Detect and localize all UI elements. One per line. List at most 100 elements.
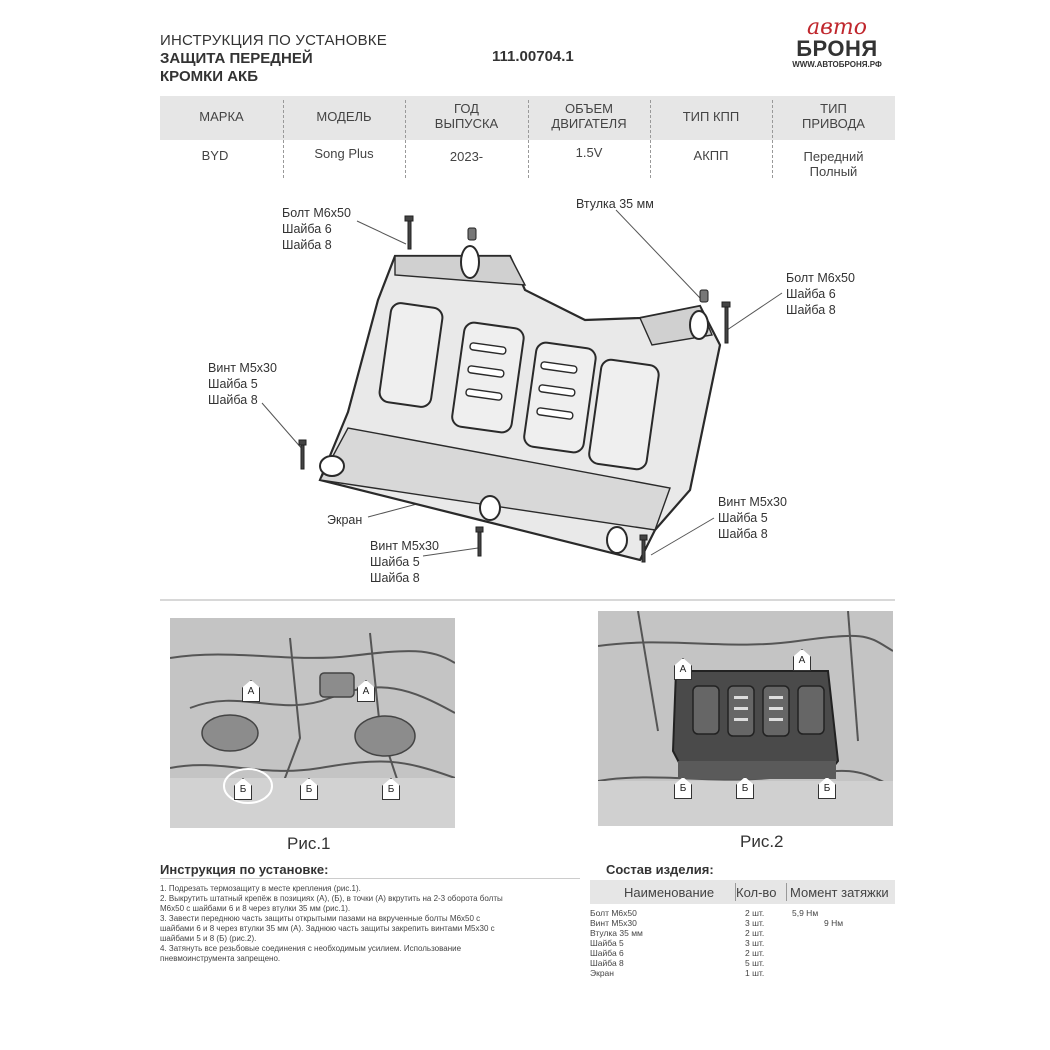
marker-b: Б: [736, 777, 754, 799]
callout-line: Болт М6х50: [786, 271, 855, 285]
row-name: Винт М5х30: [590, 918, 637, 928]
section-divider: [160, 599, 895, 601]
row-qty: 2 шт.: [745, 928, 765, 938]
figure-1-caption: Рис.1: [287, 834, 331, 853]
instruction-line: шайбами 5 и 8 (Б) (рис.2).: [160, 934, 257, 943]
logo-site: WWW.АВТОБРОНЯ.РФ: [792, 60, 882, 69]
instruction-line: 1. Подрезать термозащиту в месте креплен…: [160, 884, 361, 893]
spec-table: МАРКА МОДЕЛЬ ГОД ВЫПУСКА ОБЪЕМ ДВИГАТЕЛЯ…: [160, 96, 895, 186]
figure-2-drawing: [598, 611, 893, 826]
callout-screen: Экран: [327, 513, 363, 527]
value-make: BYD: [201, 148, 229, 163]
value-drive-l2: Полный: [809, 164, 858, 179]
column-divider: [528, 100, 529, 178]
col-torque-header: Момент затяжки: [790, 885, 889, 900]
exploded-diagram: [261, 209, 783, 563]
article-number: 111.00704.1: [492, 48, 574, 65]
column-divider: [650, 100, 651, 178]
column-divider: [735, 883, 736, 901]
col-name-header: Наименование: [624, 885, 715, 900]
callout-line: Винт М5х30: [370, 539, 439, 553]
callout-screw-right: Винт М5х30 Шайба 5 Шайба 8: [718, 494, 787, 542]
row-name: Шайба 8: [590, 958, 624, 968]
header-make: МАРКА: [199, 109, 244, 124]
value-drive: Передний Полный: [772, 149, 895, 179]
instructions-rule: [160, 878, 580, 879]
header-engine-l2: ДВИГАТЕЛЯ: [551, 116, 627, 131]
column-divider: [786, 883, 787, 901]
callout-line: Шайба 5: [370, 555, 420, 569]
value-gearbox: АКПП: [693, 148, 729, 163]
callout-line: Шайба 6: [786, 287, 836, 301]
callout-bushing: Втулка 35 мм: [576, 197, 654, 211]
row-torque: 5,9 Нм: [792, 908, 819, 918]
callout-line: Шайба 5: [208, 377, 258, 391]
callout-line: Болт М6х50: [282, 206, 351, 220]
marker-b: Б: [818, 777, 836, 799]
row-name: Шайба 6: [590, 948, 624, 958]
row-qty: 3 шт.: [745, 938, 765, 948]
row-name: Втулка 35 мм: [590, 928, 643, 938]
title-line-1: ИНСТРУКЦИЯ ПО УСТАНОВКЕ: [160, 32, 387, 49]
instructions-text: 1. Подрезать термозащиту в месте креплен…: [160, 884, 580, 964]
row-name: Болт М6х50: [590, 908, 637, 918]
column-divider: [283, 100, 284, 178]
marker-b: Б: [674, 777, 692, 799]
instruction-line: 2. Выкрутить штатный крепёж в позициях (…: [160, 894, 503, 903]
header-year-l2: ВЫПУСКА: [434, 116, 499, 131]
marker-b: Б: [234, 778, 252, 800]
header-gearbox: ТИП КПП: [682, 109, 740, 124]
brand-logo: авто БРОНЯ WWW.АВТОБРОНЯ.РФ: [782, 15, 892, 70]
row-qty: 2 шт.: [745, 948, 765, 958]
row-name: Экран: [590, 968, 614, 978]
header-model: МОДЕЛЬ: [316, 109, 372, 124]
row-torque: 9 Нм: [824, 918, 844, 928]
row-qty: 5 шт.: [745, 958, 765, 968]
logo-brand: БРОНЯ: [796, 36, 878, 61]
instruction-line: 4. Затянуть все резьбовые соединения с н…: [160, 944, 462, 953]
instruction-line: шайбами 6 и 8 через втулки 35 мм (А). За…: [160, 924, 495, 933]
leader-lines: [261, 209, 783, 557]
title-line-3: КРОМКИ АКБ: [160, 68, 258, 85]
marker-a: А: [793, 649, 811, 671]
callout-line: Шайба 8: [370, 571, 420, 585]
marker-b: Б: [382, 778, 400, 800]
document-title: ИНСТРУКЦИЯ ПО УСТАНОВКЕ ЗАЩИТА ПЕРЕДНЕЙ …: [160, 32, 387, 86]
marker-b: Б: [300, 778, 318, 800]
callout-line: Шайба 8: [786, 303, 836, 317]
instructions-title: Инструкция по установке:: [160, 862, 329, 877]
logo-script: авто: [806, 15, 868, 40]
header-year: ГОД ВЫПУСКА: [405, 101, 528, 131]
callout-line: Шайба 8: [208, 393, 258, 407]
value-drive-l1: Передний: [803, 149, 864, 164]
callout-screw-center: Винт М5х30 Шайба 5 Шайба 8: [370, 538, 439, 586]
fasteners: [298, 215, 731, 563]
instruction-line: М6х50 с шайбами 6 и 8 через втулки 35 мм…: [160, 904, 351, 913]
skid-plate: [318, 245, 722, 562]
callout-line: Шайба 8: [718, 527, 768, 541]
row-qty: 1 шт.: [745, 968, 765, 978]
row-qty: 2 шт.: [745, 908, 765, 918]
row-name: Шайба 5: [590, 938, 624, 948]
marker-a: А: [357, 680, 375, 702]
composition-header: Наименование Кол-во Момент затяжки: [590, 880, 895, 904]
value-model: Song Plus: [314, 146, 374, 161]
callout-line: Винт М5х30: [208, 361, 277, 375]
marker-a: А: [242, 680, 260, 702]
col-qty-header: Кол-во: [736, 885, 777, 900]
figure-1-photo: А А Б Б Б: [170, 618, 455, 828]
column-divider: [772, 100, 773, 178]
value-engine: 1.5V: [575, 145, 603, 160]
header-drive: ТИП ПРИВОДА: [772, 101, 895, 131]
composition-title: Состав изделия:: [606, 862, 714, 877]
figure-2-photo: А А Б Б Б: [598, 611, 893, 826]
callout-screw-left: Винт М5х30 Шайба 5 Шайба 8: [208, 360, 277, 408]
value-year: 2023-: [449, 149, 484, 164]
callout-bolt-right: Болт М6х50 Шайба 6 Шайба 8: [786, 270, 855, 318]
row-qty: 3 шт.: [745, 918, 765, 928]
header-year-l1: ГОД: [454, 101, 479, 116]
column-divider: [405, 100, 406, 178]
header-engine: ОБЪЕМ ДВИГАТЕЛЯ: [528, 101, 650, 131]
callout-bolt-top-left: Болт М6х50 Шайба 6 Шайба 8: [282, 205, 351, 253]
header-drive-l1: ТИП: [820, 101, 847, 116]
